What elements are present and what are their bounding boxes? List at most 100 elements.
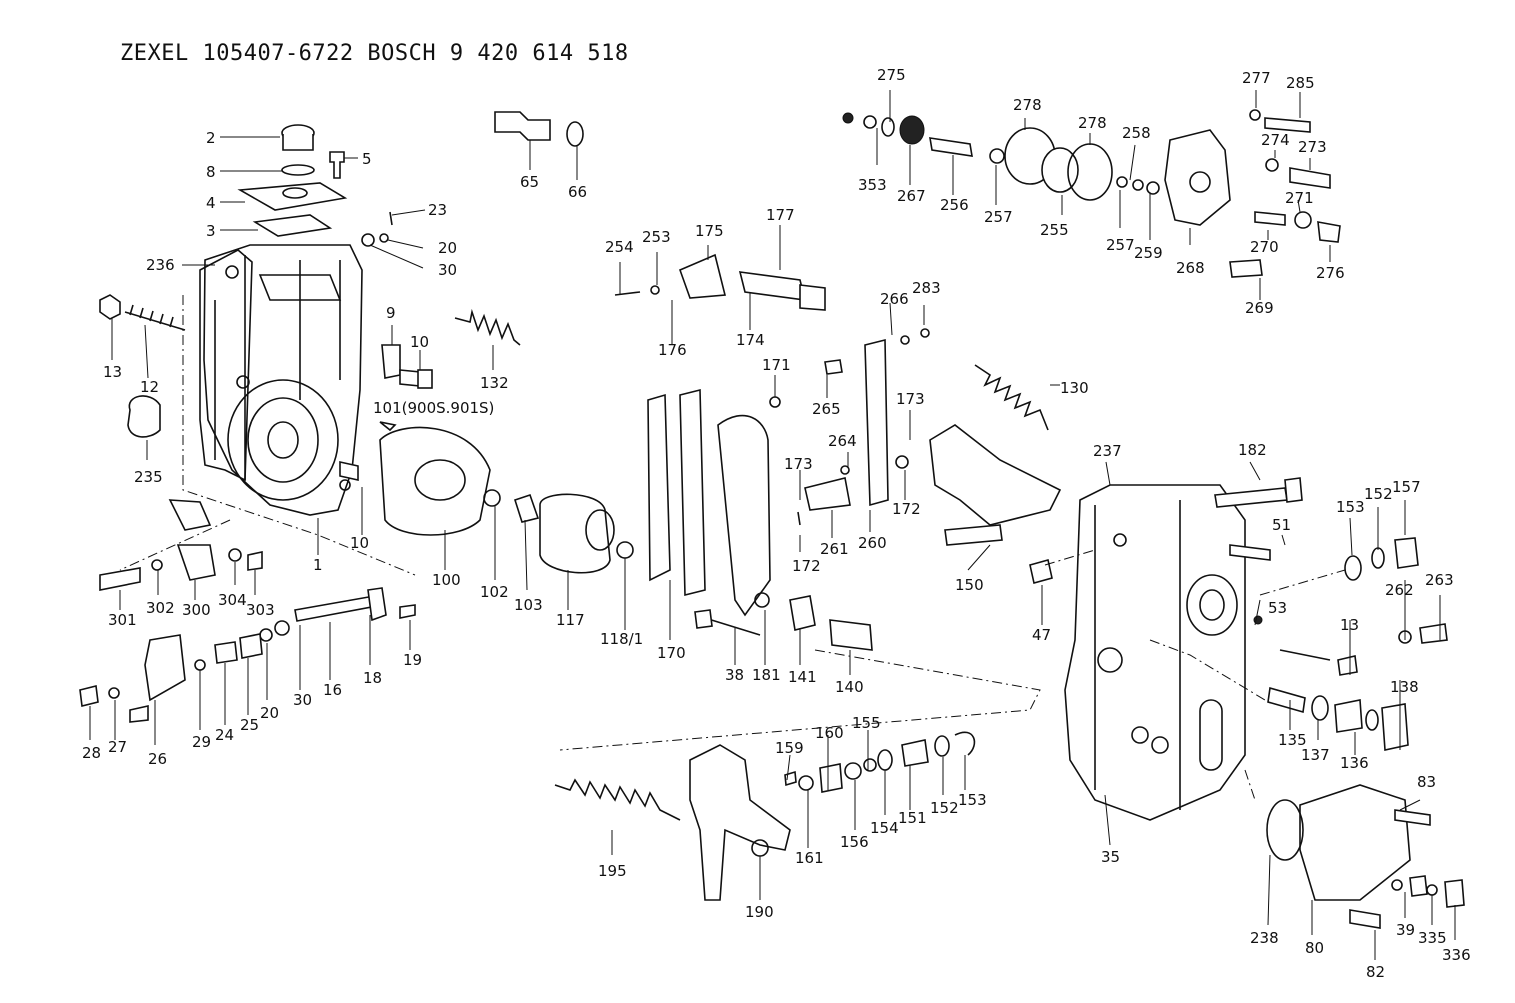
callout: 101(900S.901S) bbox=[373, 399, 494, 417]
callout: 335 bbox=[1418, 929, 1447, 947]
callout: 262 bbox=[1385, 581, 1414, 599]
callout: 150 bbox=[955, 576, 984, 594]
callout: 174 bbox=[736, 331, 765, 349]
spring bbox=[829, 619, 873, 651]
callout: 19 bbox=[403, 651, 422, 669]
callout: 10 bbox=[350, 534, 369, 552]
callout: 257 bbox=[984, 208, 1013, 226]
callout: 283 bbox=[912, 279, 941, 297]
callout: 190 bbox=[745, 903, 774, 921]
screw bbox=[124, 311, 186, 331]
callout: 66 bbox=[568, 183, 587, 201]
callout: 30 bbox=[293, 691, 312, 709]
cap-oring bbox=[281, 164, 315, 176]
callout: 155 bbox=[852, 714, 881, 732]
callout: 353 bbox=[858, 176, 887, 194]
callout: 16 bbox=[323, 681, 342, 699]
callout: 285 bbox=[1286, 74, 1315, 92]
callout: 156 bbox=[840, 833, 869, 851]
callout: 53 bbox=[1268, 599, 1287, 617]
callout: 30 bbox=[438, 261, 457, 279]
callout: 20 bbox=[438, 239, 457, 257]
callout: 263 bbox=[1425, 571, 1454, 589]
callout: 13 bbox=[103, 363, 122, 381]
spring bbox=[454, 308, 521, 346]
lever-bracket bbox=[689, 744, 791, 901]
callout: 259 bbox=[1134, 244, 1163, 262]
hex-nut bbox=[99, 294, 121, 320]
callout: 261 bbox=[820, 540, 849, 558]
lever-arm bbox=[144, 634, 186, 702]
cam-assembly bbox=[379, 426, 491, 536]
callout: 28 bbox=[82, 744, 101, 762]
callout: 271 bbox=[1285, 189, 1314, 207]
callout: 102 bbox=[480, 583, 509, 601]
callout: 267 bbox=[897, 187, 926, 205]
callout: 182 bbox=[1238, 441, 1267, 459]
callout: 8 bbox=[206, 163, 216, 181]
callout: 255 bbox=[1040, 221, 1069, 239]
callout: 302 bbox=[146, 599, 175, 617]
callout: 266 bbox=[880, 290, 909, 308]
leader-lines bbox=[89, 90, 1456, 960]
callout: 173 bbox=[784, 455, 813, 473]
callout: 10 bbox=[410, 333, 429, 351]
callout: 25 bbox=[240, 716, 259, 734]
spring-pack bbox=[899, 115, 925, 145]
callout: 265 bbox=[812, 400, 841, 418]
callout: 2 bbox=[206, 129, 216, 147]
callout: 153 bbox=[1336, 498, 1365, 516]
callout: 100 bbox=[432, 571, 461, 589]
sleeve bbox=[513, 493, 540, 523]
bolt bbox=[1214, 487, 1288, 508]
lever bbox=[176, 544, 216, 581]
callout: 161 bbox=[795, 849, 824, 867]
callout: 152 bbox=[1364, 485, 1393, 503]
callout: 29 bbox=[192, 733, 211, 751]
callout: 137 bbox=[1301, 746, 1330, 764]
callout: 118/1 bbox=[600, 630, 643, 648]
cover-oring bbox=[1266, 799, 1304, 861]
sleeve bbox=[901, 739, 929, 767]
rod-lever bbox=[864, 338, 889, 507]
callout: 175 bbox=[695, 222, 724, 240]
callout: 172 bbox=[892, 500, 921, 518]
callout: 47 bbox=[1032, 626, 1051, 644]
callout: 82 bbox=[1366, 963, 1385, 981]
callout: 253 bbox=[642, 228, 671, 246]
callout: 336 bbox=[1442, 946, 1471, 964]
callout: 39 bbox=[1396, 921, 1415, 939]
callout: 275 bbox=[877, 66, 906, 84]
top-middle-group bbox=[494, 111, 1062, 651]
callout: 238 bbox=[1250, 929, 1279, 947]
callout: 235 bbox=[134, 468, 163, 486]
end-cover bbox=[1299, 784, 1411, 901]
injector-valve bbox=[494, 111, 551, 141]
diagram-title: ZEXEL 105407-6722 BOSCH 9 420 614 518 bbox=[120, 41, 629, 66]
callout: 170 bbox=[657, 644, 686, 662]
pulley bbox=[539, 493, 611, 574]
callout: 153 bbox=[958, 791, 987, 809]
callout: 83 bbox=[1417, 773, 1436, 791]
clip bbox=[127, 395, 161, 438]
left-housing-group bbox=[79, 124, 634, 723]
valve-body bbox=[1164, 129, 1231, 226]
callout: 256 bbox=[940, 196, 969, 214]
long-spring bbox=[554, 778, 681, 821]
callout: 303 bbox=[246, 601, 275, 619]
cap-nut bbox=[79, 685, 99, 707]
callout: 140 bbox=[835, 678, 864, 696]
callout: 151 bbox=[898, 809, 927, 827]
callout: 274 bbox=[1261, 131, 1290, 149]
callout: 257 bbox=[1106, 236, 1135, 254]
right-housing-group bbox=[1029, 477, 1465, 929]
bolt bbox=[704, 617, 761, 636]
callout: 181 bbox=[752, 666, 781, 684]
callout: 132 bbox=[480, 374, 509, 392]
callout: 4 bbox=[206, 194, 216, 212]
callout: 237 bbox=[1093, 442, 1122, 460]
callout: 270 bbox=[1250, 238, 1279, 256]
housing-gasket bbox=[199, 249, 253, 482]
callout: 20 bbox=[260, 704, 279, 722]
callout: 103 bbox=[514, 596, 543, 614]
